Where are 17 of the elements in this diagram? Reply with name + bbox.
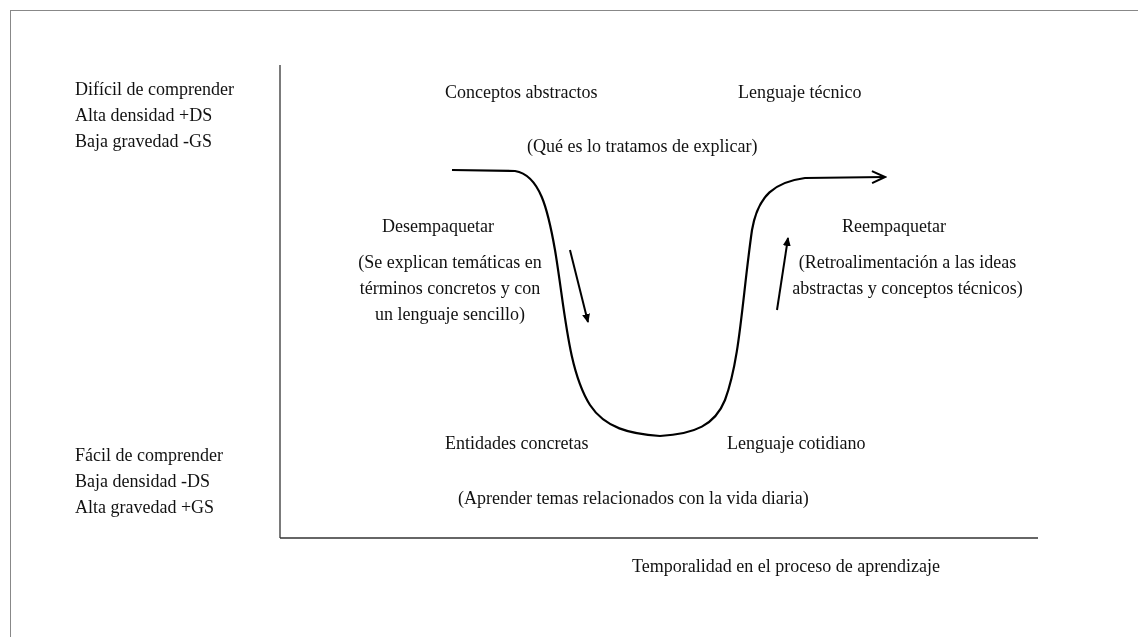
axis-label: Reempaquetar xyxy=(842,215,946,238)
axis-label: Lenguaje técnico xyxy=(738,81,862,104)
axis-label: Lenguaje cotidiano xyxy=(727,432,866,455)
annotation-text: (Retroalimentación a las ideas abstractas y conceptos técnicos) xyxy=(791,251,1024,300)
axis-label: Conceptos abstractos xyxy=(445,81,598,104)
axis-label: Alta densidad +DS xyxy=(75,104,213,127)
axis-label: Baja gravedad -GS xyxy=(75,130,212,153)
axis-label: Temporalidad en el proceso de aprendizaje xyxy=(632,555,941,578)
axis-label: Alta gravedad +GS xyxy=(75,496,215,519)
annotation-text: (Se explican temáticas en términos concretos y con un lenguaje sencillo) xyxy=(357,251,543,326)
axis-label: Entidades concretas xyxy=(445,432,589,455)
axis-label: Difícil de comprender xyxy=(75,78,234,101)
axis-label: Fácil de comprender xyxy=(75,444,223,467)
axis-label: (Qué es lo tratamos de explicar) xyxy=(527,135,758,158)
axis-label: Baja densidad -DS xyxy=(75,470,210,493)
axis-label: Desempaquetar xyxy=(382,215,494,238)
axis-label: (Aprender temas relacionados con la vida diaria) xyxy=(458,487,809,510)
